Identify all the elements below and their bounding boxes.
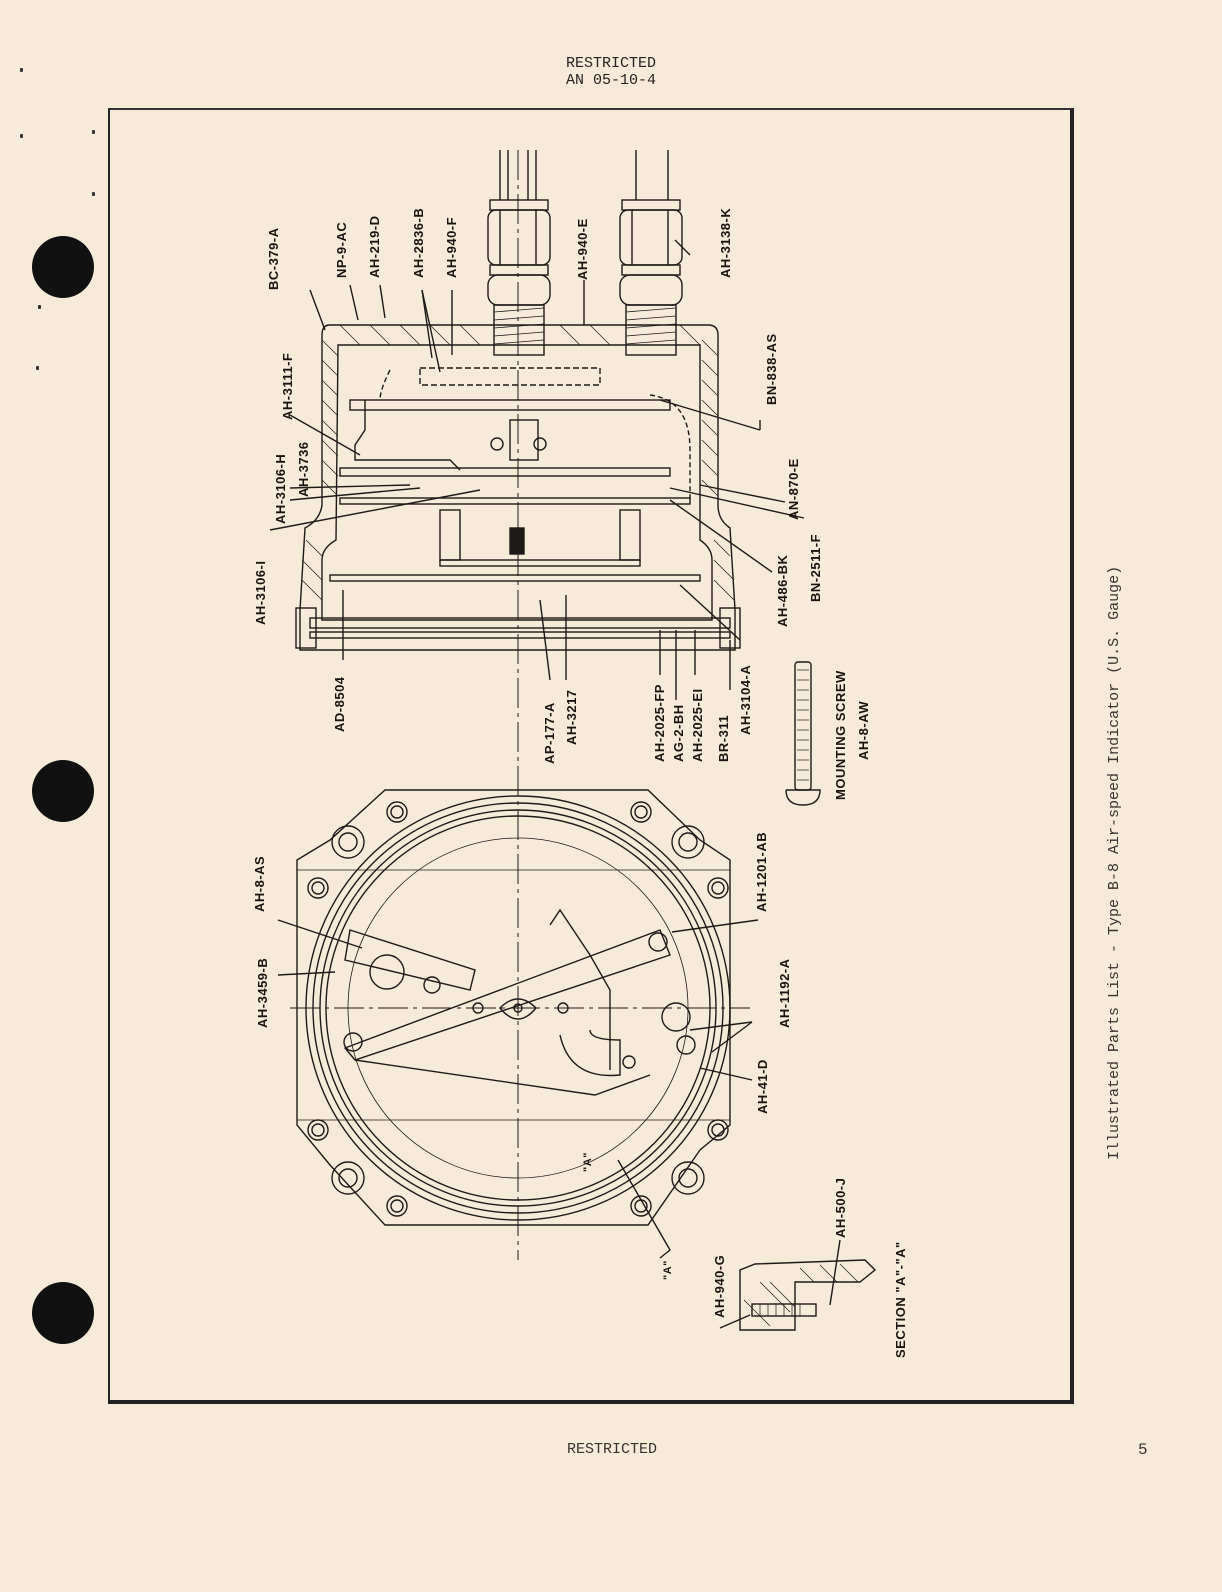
stray-mark (20, 68, 23, 72)
header-classification: RESTRICTED (565, 55, 656, 72)
part-label: AD-8504 (332, 676, 347, 732)
part-label: AH-1201-AB (754, 831, 769, 912)
part-label: AH-3217 (564, 689, 579, 745)
figure-caption: Illustrated Parts List - Type B-8 Air-sp… (1106, 565, 1123, 1160)
part-label: AH-3736 (296, 441, 311, 497)
binder-hole-top (32, 236, 94, 298)
part-label: BR-311 (716, 714, 731, 762)
part-label: AH-486-BK (775, 554, 790, 627)
part-label: AH-3104-A (738, 664, 753, 735)
stray-mark (20, 134, 23, 138)
part-label: AH-219-D (367, 215, 382, 278)
mounting-screw-title: MOUNTING SCREW (833, 670, 848, 800)
part-label: AH-2025-FP (652, 684, 667, 762)
part-label: AN-870-E (786, 458, 801, 520)
part-label: BN-838-AS (764, 333, 779, 405)
mounting-screw-part: AH-8-AW (856, 700, 871, 760)
stray-mark (92, 192, 95, 196)
part-label: AH-940-G (712, 1254, 727, 1318)
part-label: AH-8-AS (252, 855, 267, 912)
binder-hole-middle (32, 760, 94, 822)
part-label: AH-3111-F (280, 352, 295, 420)
footer-classification: RESTRICTED (567, 1441, 658, 1458)
header-doc-number: AN 05-10-4 (565, 72, 656, 89)
part-label: AH-2025-EI (690, 688, 705, 762)
part-label: NP-9-AC (334, 221, 349, 278)
part-label: AH-3106-I (253, 560, 268, 625)
section-title: SECTION "A"-"A" (893, 1241, 908, 1358)
part-label: BN-2511-F (808, 533, 823, 602)
section-marker: "A" (582, 1152, 594, 1172)
part-label: AH-1192-A (777, 958, 792, 1028)
page-number: 5 (1138, 1441, 1148, 1459)
stray-mark (36, 366, 39, 370)
part-label: AH-41-D (755, 1059, 770, 1114)
stray-mark (38, 305, 41, 309)
part-label: AH-3138-K (718, 207, 733, 278)
page-header: RESTRICTED AN 05-10-4 (0, 55, 1222, 89)
part-label: BC-379-A (266, 227, 281, 290)
part-label: AH-500-J (833, 1177, 848, 1238)
binder-hole-bottom (32, 1282, 94, 1344)
figure-frame (108, 108, 1074, 1404)
part-label: AP-177-A (542, 702, 557, 764)
section-marker: "A" (662, 1260, 674, 1280)
stray-mark (92, 130, 95, 134)
part-label: AG-2-BH (671, 704, 686, 762)
part-label: AH-2836-B (411, 207, 426, 278)
part-label: AH-940-F (444, 216, 459, 278)
part-label: AH-3459-B (255, 957, 270, 1028)
part-label: AH-3106-H (273, 453, 288, 524)
part-label: AH-940-E (575, 218, 590, 280)
